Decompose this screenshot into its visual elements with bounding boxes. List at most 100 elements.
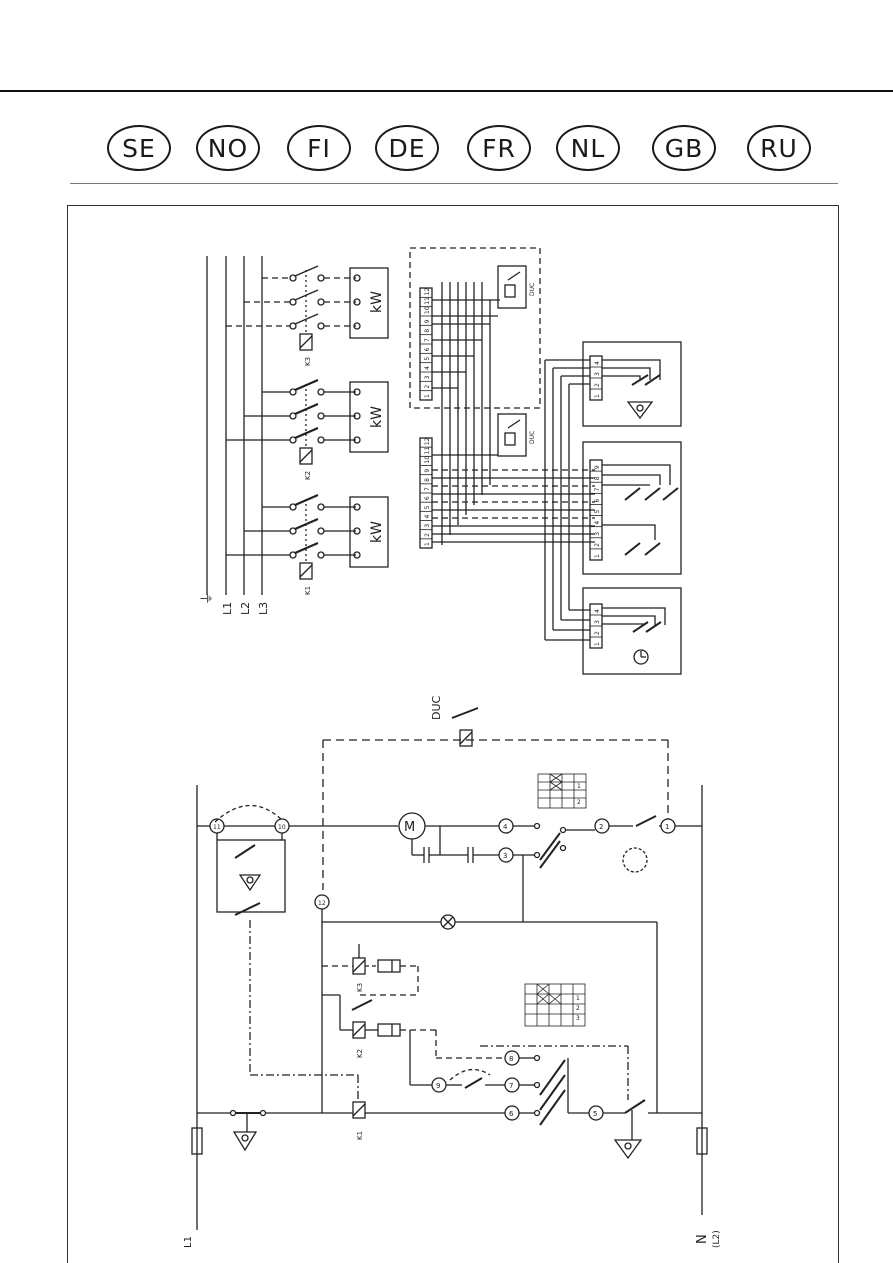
terminal-number: 12 — [424, 437, 431, 445]
terminal-9: 9 — [436, 1082, 440, 1090]
table-b-col-3: 3 — [576, 1015, 580, 1022]
terminal-number: 5 — [424, 505, 431, 509]
duc-relay-lower — [497, 413, 527, 457]
table-a-col-2: 2 — [577, 799, 581, 806]
header-divider — [70, 183, 838, 184]
table-a-col-1: 1 — [577, 783, 581, 790]
terminal-number: 3 — [594, 620, 601, 624]
tab-de[interactable]: DE — [375, 125, 439, 171]
terminal-12: 12 — [318, 900, 326, 907]
terminal-number: 2 — [594, 543, 601, 547]
terminal-number: 1 — [594, 554, 601, 558]
terminal-number: 1 — [424, 394, 431, 398]
tab-ru[interactable]: RU — [747, 125, 811, 171]
supply-label-l3: L3 — [257, 602, 270, 615]
terminal-11-a: 11 — [213, 824, 221, 831]
kw-label-1: kW — [369, 291, 385, 313]
terminal-number: 6 — [424, 496, 431, 500]
terminal-number: 10 — [424, 306, 431, 314]
terminal-number: 6 — [424, 347, 431, 351]
fuse-l1 — [191, 1127, 203, 1155]
contactor-group-k1: K1 kW — [226, 493, 389, 595]
terminal-number: 5 — [594, 510, 601, 514]
timer-box — [582, 587, 682, 675]
terminal-number: 2 — [594, 631, 601, 635]
terminal-1: 1 — [665, 823, 669, 831]
terminal-number: 11 — [424, 297, 431, 305]
terminal-number: 1 — [424, 542, 431, 546]
terminal-number: 10 — [424, 456, 431, 464]
terminal-number: 2 — [424, 385, 431, 389]
k2-label-bottom: K2 — [356, 1049, 364, 1058]
terminal-5: 5 — [593, 1110, 597, 1118]
supply-label-l2-bottom: (L2) — [712, 1230, 722, 1248]
k2-label-top: K2 — [304, 471, 312, 480]
thermostat-bottom — [216, 839, 286, 913]
supply-label-l1-bottom: L1 — [183, 1236, 194, 1248]
tab-fi[interactable]: FI — [287, 125, 351, 171]
duc-label-upper: DUC — [529, 283, 536, 296]
terminal-number: 8 — [594, 476, 601, 480]
terminal-3: 3 — [503, 852, 507, 860]
switch-box — [582, 441, 682, 575]
top-power-circuit: ⏚ L1 L2 L3 K3 kW — [200, 256, 389, 615]
terminal-4: 4 — [503, 823, 508, 831]
switch-table-b — [524, 983, 586, 1027]
terminal-number: 1 — [594, 642, 601, 646]
terminal-number: 4 — [424, 515, 431, 519]
thermostat-box-upper — [582, 341, 682, 427]
terminal-number: 5 — [424, 357, 431, 361]
tab-no[interactable]: NO — [196, 125, 260, 171]
terminal-6: 6 — [509, 1110, 514, 1118]
kw-label-3: kW — [369, 521, 385, 543]
duc-enclosure — [409, 247, 541, 409]
terminal-number: 7 — [594, 487, 601, 491]
duc-label-bottom: DUC — [430, 695, 443, 720]
terminal-8: 8 — [509, 1055, 513, 1063]
table-b-col-2: 2 — [576, 1005, 580, 1012]
fuse-n — [696, 1127, 708, 1155]
terminal-number: 6 — [594, 498, 601, 502]
top-rule — [0, 90, 893, 92]
tab-nl[interactable]: NL — [556, 125, 620, 171]
terminal-number: 2 — [424, 533, 431, 537]
supply-label-l1: L1 — [221, 602, 234, 615]
terminal-number: 3 — [424, 524, 431, 528]
duc-relay-upper — [497, 265, 527, 309]
terminal-number: 9 — [424, 319, 431, 323]
contactor-group-k2: K2 kW — [226, 378, 389, 480]
terminal-number: 4 — [594, 609, 601, 613]
terminal-number: 4 — [424, 366, 431, 370]
language-tabs: SE NO FI DE FR NL GB RU — [0, 125, 893, 177]
tab-se[interactable]: SE — [107, 125, 171, 171]
terminal-10: 10 — [278, 824, 286, 831]
supply-label-pe: ⏚ — [200, 592, 215, 605]
terminal-number: 12 — [424, 288, 431, 296]
terminal-number: 9 — [594, 465, 601, 469]
k3-label-top: K3 — [304, 357, 312, 366]
duc-coil — [459, 729, 473, 747]
motor-label: M — [404, 820, 415, 835]
contactor-group-k3: K3 kW — [226, 265, 389, 366]
diagram-frame — [67, 205, 839, 1263]
tab-fr[interactable]: FR — [467, 125, 531, 171]
switch-table-a — [537, 773, 587, 809]
terminal-number: 2 — [594, 383, 601, 387]
terminal-number: 3 — [594, 532, 601, 536]
terminal-number: 3 — [424, 375, 431, 379]
tab-gb[interactable]: GB — [652, 125, 716, 171]
terminal-number: 8 — [424, 329, 431, 333]
terminal-number: 4 — [594, 361, 601, 365]
bottom-control-circuit: L1 N (L2) 11 10 M 4 3 2 1 — [183, 695, 722, 1248]
terminal-number: 8 — [424, 478, 431, 482]
terminal-2: 2 — [599, 823, 603, 831]
k3-label-bottom: K3 — [356, 983, 364, 992]
terminal-number: 1 — [594, 394, 601, 398]
terminal-number: 4 — [594, 521, 601, 525]
terminal-number: 9 — [424, 469, 431, 473]
terminal-number: 3 — [594, 372, 601, 376]
supply-label-n-bottom: N — [695, 1234, 710, 1244]
terminal-7: 7 — [509, 1082, 513, 1090]
terminal-number: 7 — [424, 487, 431, 491]
